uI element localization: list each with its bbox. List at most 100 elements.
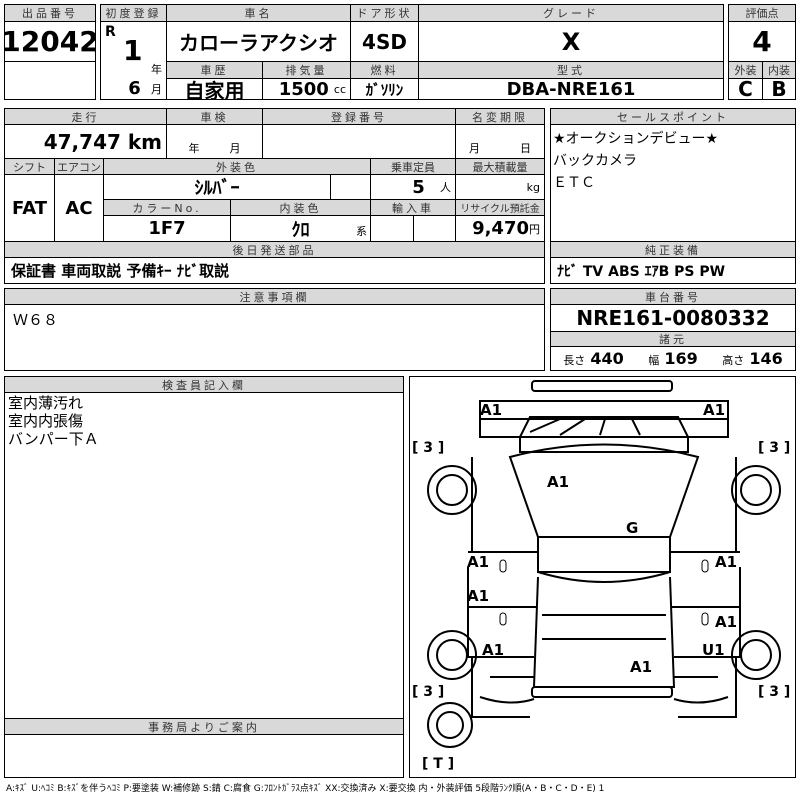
displacement-label: 排気量 (262, 61, 351, 79)
inspector-notes: 室内薄汚れ室内内張傷バンパー下Ａ (8, 394, 99, 448)
car-outline (427, 380, 781, 748)
sales-point: ★オークションデビュー★ (553, 131, 719, 147)
tire-depth: [ 3 ] (758, 684, 791, 700)
mileage-label: 走行 (4, 108, 167, 125)
max-load-label: 最大積載量 (455, 158, 545, 175)
ext-color: ｼﾙﾊﾞｰ (103, 174, 331, 200)
length: 440 (590, 349, 624, 368)
later-parts: 保証書 車両取説 予備ｷｰ ﾅﾋﾞ取説 (4, 257, 545, 284)
history: 自家用 (166, 78, 263, 100)
int-color-unit: 系 (356, 225, 367, 238)
nc-month-unit: 月 (469, 142, 480, 155)
office-label: 事務局よりご案内 (4, 718, 404, 735)
inspector-line: 室内内張傷 (8, 412, 84, 430)
damage-mark: A1 (480, 401, 503, 419)
door-label: ドア形状 (350, 4, 419, 22)
door-type: 4SD (350, 21, 419, 62)
reg-no (262, 124, 456, 159)
int-color-label: 内装色 (230, 199, 371, 216)
width-label: 幅 (648, 354, 660, 367)
era: R (105, 24, 116, 40)
name-change-label: 名変期限 (455, 108, 545, 125)
cc-unit: cc (333, 82, 346, 96)
month-unit: 月 (151, 82, 162, 96)
inspector-line: 室内薄汚れ (8, 394, 84, 412)
tire-depth: [ 3 ] (412, 684, 445, 700)
legend: A:ｷｽﾞ U:ﾍｺﾐ B:ｷｽﾞを伴うﾍｺﾐ P:要塗装 W:補修跡 S:錆 … (6, 784, 605, 794)
sales-points-label: セールスポイント (550, 108, 796, 125)
notes: Ｗ６８ (4, 304, 545, 371)
damage-mark: G (626, 519, 639, 537)
damage-mark: A1 (703, 401, 726, 419)
year-unit: 年 (151, 63, 162, 76)
equipment-label: 純正装備 (550, 241, 796, 258)
shift-label: シフト (4, 158, 55, 175)
first-reg-year: 1 (123, 34, 143, 67)
aircon-label: エアコン (54, 158, 104, 175)
width: 169 (664, 349, 698, 368)
displacement: 1500 (278, 78, 329, 100)
height-label: 高さ (722, 354, 745, 367)
ext-color-blank (330, 174, 371, 200)
model-label: 型式 (418, 61, 724, 79)
sales-point: バックカメラ (553, 153, 637, 169)
first-reg-month-cell: 6 月 (100, 78, 167, 100)
damage-mark: U1 (702, 641, 725, 659)
chassis-number: NRE161-0080332 (550, 304, 796, 332)
sales-point: ＥＴＣ (553, 175, 595, 191)
later-parts-label: 後日発送部品 (4, 241, 545, 258)
interior-label: 内装 (762, 61, 796, 79)
color-no-label: カラーNo. (103, 199, 231, 216)
damage-mark: A1 (715, 553, 738, 571)
reg-no-label: 登録番号 (262, 108, 456, 125)
lot-number: 12042 (4, 21, 96, 62)
damage-mark: A1 (630, 658, 653, 676)
damage-mark: A1 (467, 553, 490, 571)
recycle-fee: 9,470 (472, 218, 529, 239)
sales-points-list: ★オークションデビュー★ バックカメラ ＥＴＣ (553, 128, 718, 194)
equipment: ﾅﾋﾞ TV ABS ｴｱB PS PW (550, 257, 796, 284)
grade: X (418, 21, 724, 62)
name-change-date: 月日 (455, 124, 545, 159)
capacity-cell: 5 人 (370, 174, 456, 200)
inspection-date: 年月 (166, 124, 263, 159)
exterior-label: 外装 (728, 61, 763, 79)
import-a (370, 215, 414, 242)
tire-depth: [ 3 ] (758, 440, 791, 456)
insp-year-unit: 年 (188, 142, 200, 155)
first-reg-month: 6 (128, 78, 141, 99)
score: 4 (728, 21, 796, 62)
car-damage-diagram: A1 A1 A1 G A1 A1 A1 A1 A1 U1 A1 [ 3 ] [ … (409, 376, 796, 778)
capacity: 5 (412, 176, 425, 198)
notes-label: 注意事項欄 (4, 288, 545, 305)
import-b (413, 215, 456, 242)
lot-label: 出品番号 (4, 4, 96, 22)
model-code: DBA-NRE161 (418, 78, 724, 100)
grade-label: グレード (418, 4, 724, 22)
capacity-unit: 人 (440, 181, 451, 194)
score-label: 評価点 (728, 4, 796, 22)
first-reg-year-cell: R 1 年 (100, 21, 167, 79)
aircon: AC (54, 174, 104, 242)
ext-color-label: 外装色 (103, 158, 371, 175)
length-label: 長さ (563, 354, 586, 367)
shift: FAT (4, 174, 55, 242)
fuel: ｶﾞｿﾘﾝ (350, 78, 419, 100)
office-box (4, 734, 404, 778)
inspection-label: 車検 (166, 108, 263, 125)
exterior-grade: C (728, 78, 763, 100)
history-label: 車歴 (166, 61, 263, 79)
mileage: 47,747 km (4, 124, 167, 159)
recycle-label: リサイクル預託金 (455, 199, 545, 216)
damage-mark: A1 (547, 473, 570, 491)
fuel-label: 燃料 (350, 61, 419, 79)
damage-mark: A1 (482, 641, 505, 659)
color-no: 1F7 (103, 215, 231, 242)
inspector-line: バンパー下Ａ (8, 430, 99, 448)
inspector-label: 検査員記入欄 (4, 376, 404, 393)
damage-mark: A1 (467, 587, 490, 605)
damage-mark: A1 (715, 613, 738, 631)
displacement-cell: 1500 cc (262, 78, 351, 100)
import-label: 輸入車 (370, 199, 456, 216)
